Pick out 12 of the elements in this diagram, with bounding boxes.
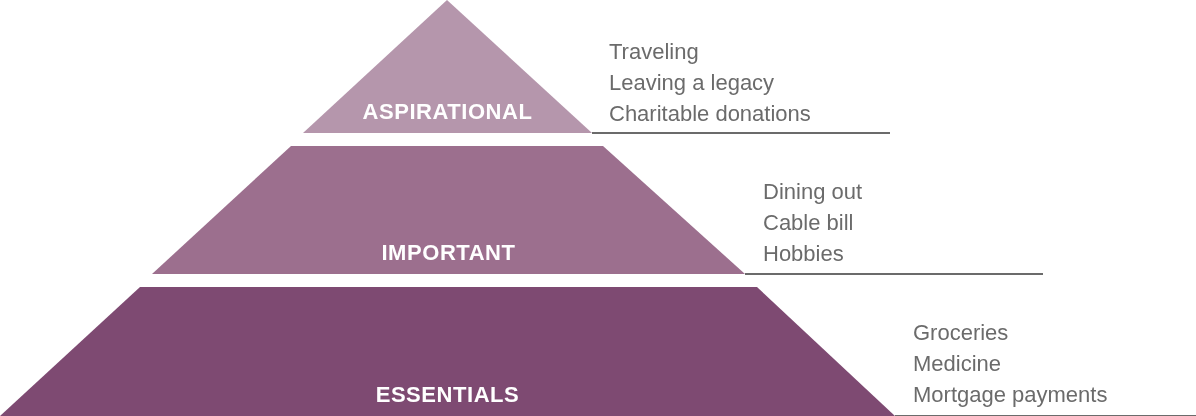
expense-item: Charitable donations: [609, 100, 811, 128]
expense-item: Hobbies: [763, 240, 845, 268]
expense-item: Medicine: [913, 350, 1003, 378]
expense-item: Groceries: [913, 319, 1010, 347]
expense-item: Cable bill: [763, 209, 855, 237]
tier-label: ASPIRATIONAL: [362, 101, 533, 123]
expense-item: Dining out: [763, 178, 863, 206]
expense-item: Mortgage payments: [913, 381, 1108, 409]
tier-label: IMPORTANT: [381, 242, 516, 264]
expense-item: Traveling: [609, 38, 700, 66]
tier-label: ESSENTIALS: [375, 384, 520, 406]
expense-item: Leaving a legacy: [609, 69, 776, 97]
